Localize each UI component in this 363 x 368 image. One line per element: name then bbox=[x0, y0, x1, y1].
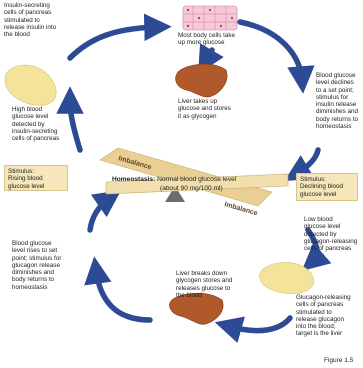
arrow-liver-to-rise bbox=[96, 270, 150, 320]
label-decline: Blood glucose level declines to a set po… bbox=[316, 72, 358, 130]
pancreas-top-icon bbox=[5, 65, 56, 105]
arrow-liver-to-decline bbox=[240, 22, 302, 80]
label-liver-takes: Liver takes up glucose and stores it as … bbox=[178, 98, 231, 120]
label-glucagon-cells: Glucagon-releasing cells of pancreas sti… bbox=[296, 294, 351, 338]
svg-text:Homeostasis: Normal blood gluc: Homeostasis: Normal blood glucose level bbox=[112, 176, 237, 183]
arrow-rise-to-homeostasis bbox=[90, 198, 110, 230]
liver-top-icon bbox=[176, 64, 227, 97]
body-cells-icon bbox=[183, 6, 237, 30]
arrow-to-liver-top bbox=[205, 50, 212, 62]
arrow-decline-to-stimulus bbox=[296, 150, 318, 174]
label-liver-breaks: Liver breaks down glycogen stores and re… bbox=[176, 270, 232, 299]
stimulus-rising-box: Stimulus: Rising blood glucose level bbox=[4, 165, 68, 191]
arrow-pancreas-to-liver bbox=[228, 318, 290, 331]
figure-label: Figure 1.5 bbox=[324, 357, 353, 364]
homeostasis-sub: (about 90 mg/100 ml) bbox=[160, 185, 223, 192]
label-rises: Blood glucose level rises to set point; … bbox=[12, 240, 61, 291]
label-insulin-secreting: Insulin-secreting cells of pancreas stim… bbox=[4, 2, 56, 38]
label-high-detected: High blood glucose level detected by ins… bbox=[12, 106, 59, 142]
pancreas-bottom-icon bbox=[260, 263, 314, 294]
stimulus-declining-box: Stimulus: Declining blood glucose level bbox=[296, 173, 358, 201]
label-low-detected: Low blood glucose level detected by gluc… bbox=[304, 216, 357, 252]
arrow-pancreas-to-cells bbox=[70, 27, 158, 58]
homeostasis-text: Normal blood glucose level bbox=[155, 176, 237, 183]
arrow-stimulus-to-pancreas bbox=[70, 100, 80, 150]
label-body-cells: Most body cells take up more glucose bbox=[178, 32, 235, 47]
homeostasis-title: Homeostasis: bbox=[112, 176, 155, 183]
